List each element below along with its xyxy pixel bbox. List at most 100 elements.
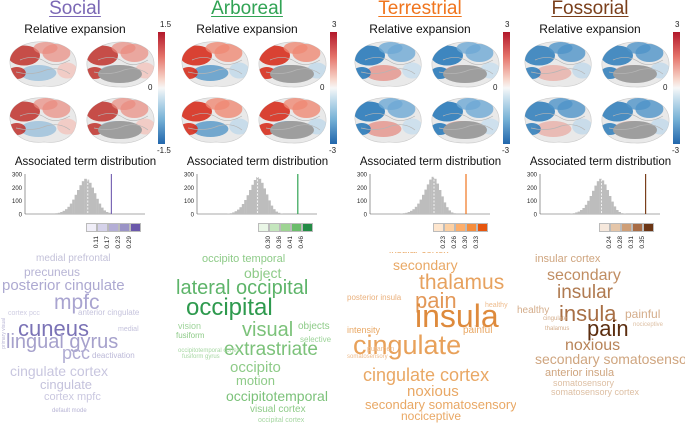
panel-title: Arboreal — [211, 0, 283, 19]
bin-label: 0.36 — [276, 236, 283, 249]
cloud-term: default mode — [52, 408, 87, 414]
brain-medial-right — [258, 97, 327, 144]
cloud-term: deactivation — [92, 351, 135, 360]
term-bin — [433, 223, 444, 232]
cloud-term: putamen — [367, 346, 395, 353]
hist-bar — [436, 183, 439, 214]
brain-surfaces — [524, 41, 670, 144]
cloud-term: insular — [557, 282, 613, 303]
hist-bar — [438, 190, 442, 214]
cloud-term: visual — [242, 319, 294, 341]
hist-bar — [422, 194, 425, 214]
cloud-term: occipito — [230, 359, 281, 376]
brain-medial-left — [9, 97, 77, 143]
cloud-term: occipito temporal — [202, 253, 286, 265]
cloud-term: occipital cortex — [258, 417, 305, 423]
hist-bar — [580, 210, 583, 214]
cloud-term: cingulate cortex — [10, 363, 109, 379]
expansion-label: Relative expansion — [196, 22, 298, 36]
cloud-term: precuneus — [24, 265, 81, 279]
hist-bar — [594, 185, 597, 214]
hist-bar — [270, 205, 274, 214]
cloud-term: healthy — [485, 302, 508, 309]
hist-bar — [234, 211, 238, 214]
hist-bar — [599, 178, 602, 214]
hist-tick-label: 0 — [191, 213, 195, 219]
expansion-label: Relative expansion — [539, 22, 641, 36]
bin-label: 0.28 — [617, 236, 624, 249]
hist-tick-label: 200 — [357, 186, 368, 192]
hist-bar — [237, 209, 240, 214]
cloud-term: somatosensory — [553, 378, 615, 388]
hist-bar — [108, 212, 111, 214]
scale-mid-label: 0 — [320, 83, 325, 92]
term-bin — [86, 223, 97, 232]
cloud-term: lateral occipital — [176, 277, 309, 299]
brain-medial-right — [601, 97, 670, 144]
cloud-term: occipitotemporal — [226, 388, 328, 404]
brain-medial-left — [524, 97, 592, 143]
cloud-term: posterior insula — [347, 293, 402, 302]
cloud-term: cuneus — [18, 316, 89, 341]
hist-bar — [443, 202, 447, 214]
term-bin — [280, 223, 291, 232]
hist-bar — [273, 209, 276, 214]
scale-max-label: 3 — [332, 20, 337, 29]
term-bin — [599, 223, 610, 232]
hist-bar — [618, 212, 621, 214]
scale-max-label: 3 — [505, 20, 510, 29]
hist-bar — [62, 210, 66, 214]
cloud-term: secondary somatosensory — [365, 397, 516, 412]
hist-bar — [232, 212, 235, 214]
brain-medial-right — [86, 97, 155, 144]
hist-bar — [65, 209, 68, 214]
cloud-term: lingual gyrus — [6, 331, 119, 353]
cloud-term: intensity — [347, 325, 381, 335]
hist-bar — [96, 198, 99, 214]
hist-bar — [414, 206, 418, 214]
hist-bar — [57, 212, 61, 214]
hist-bar — [103, 210, 106, 214]
hist-bar — [608, 196, 612, 214]
hist-tick-label: 300 — [12, 173, 23, 179]
cloud-term: medial prefrontal — [36, 253, 111, 264]
brain-lateral-left — [354, 41, 422, 87]
hist-bar — [417, 203, 420, 214]
hist-bar — [98, 203, 102, 214]
term-bin — [466, 223, 477, 232]
scale-mid-label: 0 — [493, 83, 498, 92]
hist-bar — [105, 212, 109, 214]
cloud-term: insular cortex — [535, 253, 601, 265]
bin-label: 0.29 — [126, 236, 133, 249]
hist-bar — [426, 184, 430, 214]
cloud-term: cingulate cortex — [363, 365, 490, 385]
hist-bar — [60, 212, 63, 214]
cloud-term: cortex mpfc — [44, 391, 101, 403]
hist-bar — [616, 210, 619, 214]
term-bin — [291, 223, 302, 232]
hist-bar — [434, 178, 437, 214]
panel-title: Fossorial — [551, 0, 629, 19]
hist-bar — [402, 213, 406, 214]
brain-lateral-right — [601, 41, 670, 88]
cloud-term: noxious — [407, 383, 459, 400]
hist-tick-label: 100 — [527, 199, 538, 205]
hist-tick-label: 0 — [364, 213, 368, 219]
bin-label: 0.11 — [93, 236, 100, 249]
hist-bar — [596, 181, 600, 214]
brain-lateral-left — [524, 41, 592, 87]
hist-bar — [572, 213, 576, 214]
term-bin — [621, 223, 632, 232]
cloud-term: insular cortex — [389, 252, 448, 256]
hist-bar — [256, 177, 259, 214]
cloud-term: painful — [463, 325, 493, 336]
hist-bar — [67, 206, 70, 214]
hist-bar — [239, 207, 242, 214]
hist-bar — [613, 206, 617, 214]
cloud-term: pcc — [62, 343, 91, 363]
cloud-term: noxious — [565, 337, 621, 354]
